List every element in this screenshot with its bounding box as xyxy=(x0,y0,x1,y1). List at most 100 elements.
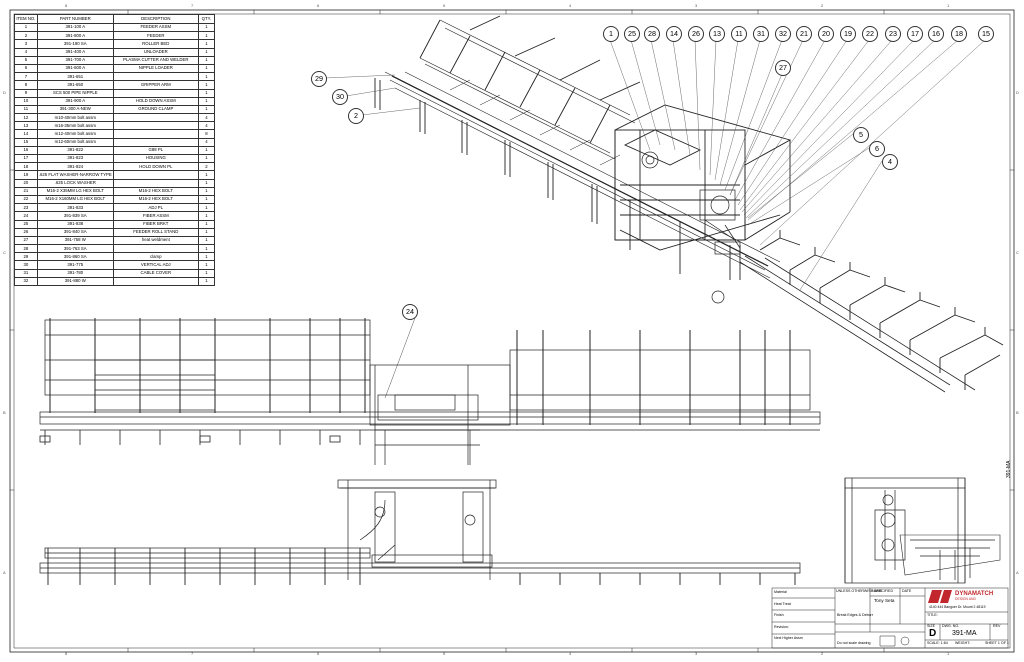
bom-item-no: 4 xyxy=(14,47,38,57)
isometric-view xyxy=(324,15,1004,393)
zone-label-column: 1 xyxy=(947,651,950,656)
callout-balloon: 23 xyxy=(885,26,901,42)
bom-item-no: 12 xyxy=(14,113,38,123)
bom-description xyxy=(112,170,199,180)
scale-label: SCALE: 1:64 xyxy=(927,641,948,645)
break-edges-label: Break Edges & Deburr xyxy=(837,613,873,617)
bom-description xyxy=(112,276,199,287)
bom-qty: 1 xyxy=(197,22,216,33)
bom-part-number: 391-823 xyxy=(36,153,114,164)
rev-label: REV xyxy=(993,624,1001,628)
bom-description: FEEDER ROLL STAND xyxy=(112,227,199,237)
bom-description: FEEDER ASSM xyxy=(112,22,199,33)
callout-balloon: 13 xyxy=(709,26,725,42)
bom-qty: 1 xyxy=(197,47,216,57)
callout-balloon: 25 xyxy=(624,26,640,42)
callout-balloon: 1 xyxy=(603,26,619,42)
bom-description: VERTICAL ADJ xyxy=(112,260,199,270)
zone-label-column: 3 xyxy=(695,651,698,656)
zone-label-row: B xyxy=(3,410,6,415)
callout-balloon: 26 xyxy=(688,26,704,42)
zone-label-column: 6 xyxy=(317,3,320,8)
bom-item-no: 2 xyxy=(14,31,38,41)
bom-part-number: 391-651 xyxy=(36,72,114,82)
bom-header-part: PART NUMBER xyxy=(36,14,114,24)
bom-qty: 4 xyxy=(197,113,216,123)
bom-part-number: 391-190 SA xyxy=(36,39,114,49)
zone-label-row: C xyxy=(1016,250,1019,255)
bom-part-number: SCS 500 PIPE NIPPLE xyxy=(36,88,114,98)
bom-description xyxy=(112,129,199,139)
bom-description: ADJ PL xyxy=(112,203,199,213)
bom-part-number: 391-650 xyxy=(36,80,114,90)
bom-qty: 1 xyxy=(197,219,216,229)
drawing-number: 391-MA xyxy=(952,630,977,637)
bom-description: HOUSING xyxy=(112,153,199,164)
bom-description: M16-2 HEX BOLT xyxy=(112,186,199,196)
callout-balloon: 4 xyxy=(882,154,898,170)
bom-description xyxy=(112,178,199,188)
bom-part-number: 391-838 xyxy=(36,219,114,229)
finish-label: Finish xyxy=(774,613,784,617)
bom-item-no: 9 xyxy=(14,88,38,98)
bom-part-number: m16-35mm bolt assm xyxy=(36,121,114,131)
bom-part-number: 391-860 SA xyxy=(36,252,114,262)
bom-item-no: 25 xyxy=(14,219,38,229)
bom-description: ROLLER BED xyxy=(112,39,199,49)
callout-balloon: 18 xyxy=(951,26,967,42)
bom-item-no: 31 xyxy=(14,268,38,278)
bom-qty: 4 xyxy=(197,137,216,147)
bom-item-no: 20 xyxy=(14,178,38,188)
bom-qty: 1 xyxy=(197,260,216,270)
callout-balloon: 6 xyxy=(869,141,885,157)
callout-balloon: 17 xyxy=(907,26,923,42)
zone-label-column: 1 xyxy=(947,3,950,8)
bom-item-no: 24 xyxy=(14,211,38,221)
bom-item-no: 21 xyxy=(14,186,38,196)
bom-qty: 1 xyxy=(197,244,216,254)
bom-qty: 8 xyxy=(197,129,216,139)
callout-balloon: 30 xyxy=(332,89,348,105)
bom-item-no: 26 xyxy=(14,227,38,237)
callout-balloon: 27 xyxy=(775,60,791,76)
bom-description xyxy=(112,72,199,82)
bom-part-number: M16-2 X35MM LG HEX BOLT xyxy=(36,186,114,196)
zone-label-column: 6 xyxy=(317,651,320,656)
company-logo xyxy=(928,590,952,603)
bom-item-no: 30 xyxy=(14,260,38,270)
bom-item-no: 11 xyxy=(14,104,38,115)
bom-part-number: m12-60mm bolt assm xyxy=(36,137,114,147)
bom-description: FIBER ASSM xyxy=(112,211,199,221)
bom-qty: 1 xyxy=(197,153,216,164)
callout-balloon: 32 xyxy=(775,26,791,42)
heat-treat-label: Heat Treat xyxy=(774,602,791,606)
bom-description xyxy=(112,121,199,131)
bom-part-number: 391-880 W xyxy=(36,276,114,287)
callout-balloon: 22 xyxy=(862,26,878,42)
bom-item-no: 29 xyxy=(14,252,38,262)
bom-qty: 1 xyxy=(197,178,216,188)
bom-part-number: 391-900 A xyxy=(36,96,114,106)
zone-label-row: C xyxy=(3,250,6,255)
bom-description: FIBER BRKT xyxy=(112,219,199,229)
bom-description: M16-2 HEX BOLT xyxy=(112,194,199,205)
bom-description: PLASMA CUTTER AND WELDER xyxy=(112,55,199,65)
zone-label-row: D xyxy=(1016,90,1019,95)
